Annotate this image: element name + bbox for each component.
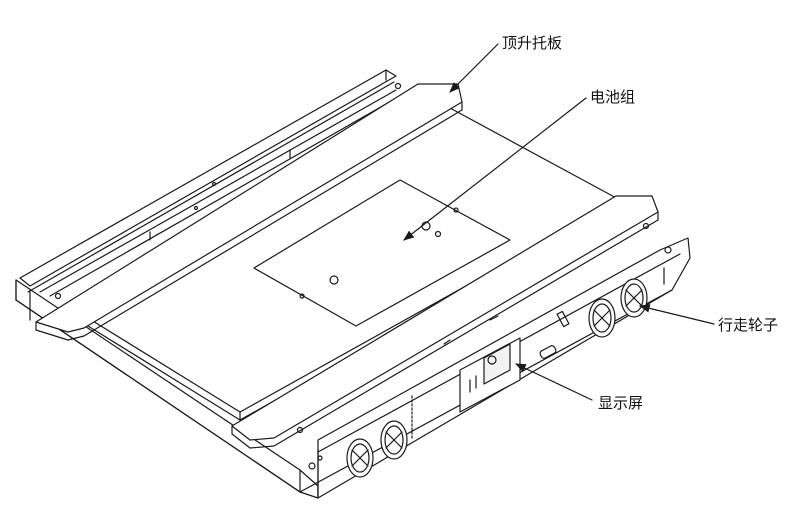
walking-wheels [308,246,672,478]
label-walking-wheels: 行走轮子 [718,316,779,334]
display-window [483,343,511,385]
label-display-screen: 显示屏 [598,394,644,412]
display-screen [443,310,570,413]
leader-walking-wheels [638,304,715,325]
leader-display-screen [515,363,593,401]
leader-lift-pallet [449,43,499,93]
wheel [620,278,648,318]
callout-leaders [403,43,715,401]
label-lift-pallet: 顶升托板 [502,34,563,52]
battery-cover-plate [253,179,511,327]
wheel [588,298,616,338]
lift-pallet [35,82,659,449]
wheel [380,420,408,460]
wheel [346,438,374,478]
label-battery-pack: 电池组 [590,88,636,106]
side-rail [19,69,401,297]
leader-battery-pack [403,97,587,241]
